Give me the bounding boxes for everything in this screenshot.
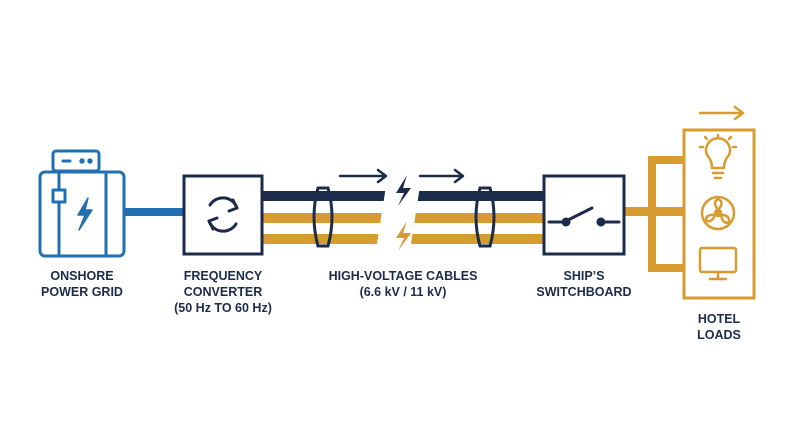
- power-cabinet-icon: [38, 149, 126, 258]
- fan-icon: [700, 195, 736, 231]
- switchboard-label: SHIP’S SWITCHBOARD: [524, 268, 644, 300]
- hotel-feed-lines: [648, 156, 684, 272]
- switch-icon: [547, 206, 621, 227]
- lightning-icon: [396, 175, 411, 206]
- cable-clamp-left: [312, 186, 334, 248]
- hotel-loads-label-line1: HOTEL: [697, 312, 741, 326]
- refresh-arrows-icon: [207, 196, 239, 233]
- hotel-loads-label: HOTEL LOADS: [679, 311, 759, 343]
- switchboard-label-line1: SHIP’S: [563, 269, 605, 283]
- cable-clamp-right: [474, 186, 496, 248]
- onshore-grid-label-line2: POWER GRID: [41, 285, 123, 299]
- onshore-grid-label-line1: ONSHORE: [50, 269, 114, 283]
- frequency-converter-label: FREQUENCY CONVERTER (50 Hz TO 60 Hz): [158, 268, 288, 316]
- lightbulb-icon: [698, 133, 738, 180]
- flow-arrow-right: [418, 168, 465, 184]
- flow-arrow-left: [338, 168, 388, 184]
- monitor-icon: [698, 246, 738, 281]
- cables-label-line2: (6.6 kV / 11 kV): [359, 285, 447, 299]
- hotel-loads-label-line2: LOADS: [697, 328, 741, 342]
- frequency-converter-box: [182, 174, 264, 256]
- grid-link-line: [122, 208, 184, 216]
- frequency-converter-label-line1: FREQUENCY: [183, 269, 263, 283]
- flow-arrow-hotel: [698, 105, 745, 121]
- hotel-loads-panel: [682, 128, 756, 300]
- switchboard-box: [542, 174, 626, 256]
- frequency-converter-label-line3: (50 Hz TO 60 Hz): [174, 301, 272, 315]
- onshore-grid-label: ONSHORE POWER GRID: [22, 268, 142, 300]
- cables-label: HIGH-VOLTAGE CABLES (6.6 kV / 11 kV): [323, 268, 483, 300]
- switchboard-label-line2: SWITCHBOARD: [536, 285, 632, 299]
- lightning-icon: [396, 221, 411, 251]
- frequency-converter-label-line2: CONVERTER: [183, 285, 263, 299]
- cables-label-line1: HIGH-VOLTAGE CABLES: [328, 269, 478, 283]
